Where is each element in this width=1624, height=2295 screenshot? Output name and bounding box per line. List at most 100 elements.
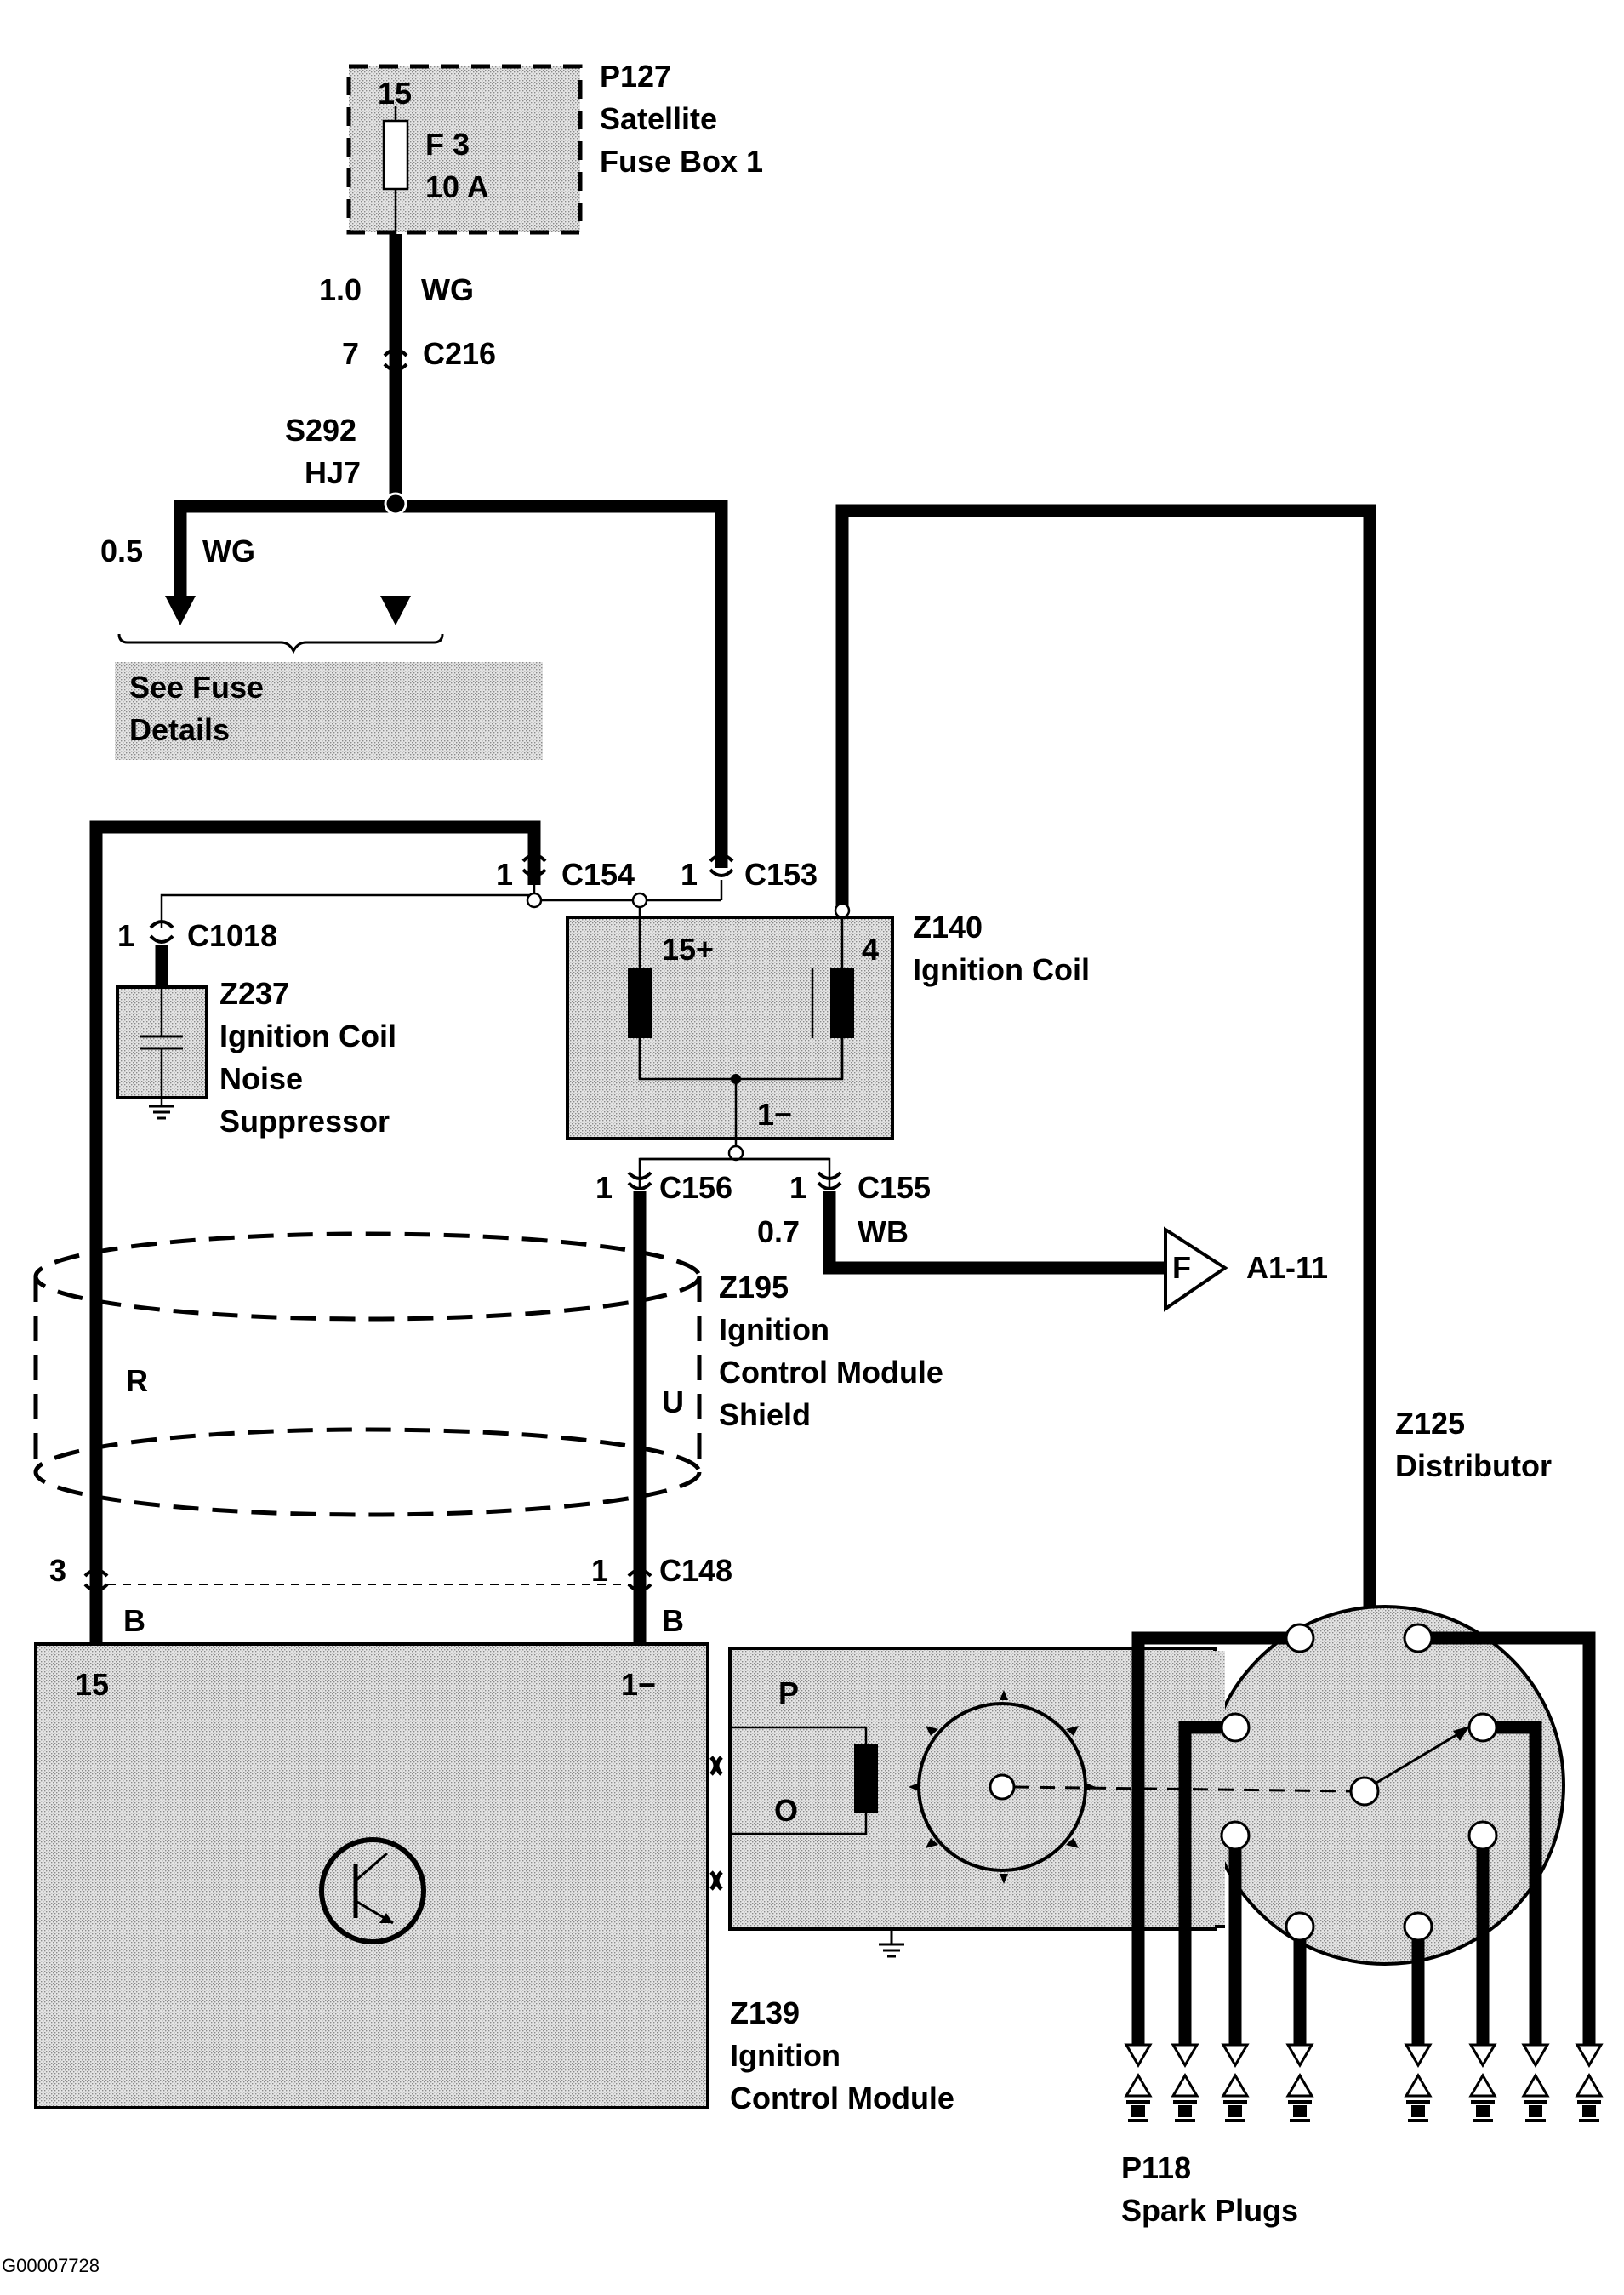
c216-pin: 7	[342, 336, 359, 371]
fuse-icon	[382, 119, 409, 191]
pickup-connector-icon	[709, 1756, 723, 1891]
shield-line1: Ignition	[719, 1312, 829, 1347]
connector-c154-icon	[521, 853, 547, 877]
spark-plug-icon	[1404, 2043, 1433, 2122]
c148-left-wire: B	[123, 1603, 145, 1638]
junction-icon	[631, 892, 648, 909]
shield-line2: Control Module	[719, 1355, 943, 1390]
junction-icon	[727, 1145, 744, 1162]
module-pin-15: 15	[75, 1667, 109, 1702]
c148-right-pin: 1	[591, 1553, 608, 1588]
suppressor-line1: Ignition Coil	[219, 1019, 396, 1053]
fuse-box	[346, 64, 583, 235]
suppressor-id: Z237	[219, 976, 289, 1011]
shield-right-wire: U	[662, 1384, 684, 1419]
connector-c216-icon	[383, 348, 408, 372]
tach-wire-color: WB	[858, 1214, 909, 1249]
c155-pin: 1	[789, 1170, 806, 1205]
branch-wire-color: WG	[202, 534, 255, 568]
spark-plug-icon	[1124, 2043, 1153, 2122]
junction-icon	[834, 902, 851, 919]
connector-c156-icon	[627, 1171, 652, 1190]
ground-icon	[149, 1105, 174, 1120]
fuse-details-line1: See Fuse	[129, 670, 264, 705]
c1018-id: C1018	[187, 918, 277, 953]
fuse-details-line2: Details	[129, 712, 230, 747]
coil-winding-icon	[628, 968, 652, 1038]
c216-id: C216	[423, 336, 496, 371]
c154-pin: 1	[496, 857, 513, 892]
coil-pin-4: 4	[862, 932, 879, 967]
c1018-pin: 1	[117, 918, 134, 953]
spark-plug-icon	[1575, 2043, 1604, 2122]
feed-wire-color: WG	[421, 272, 474, 307]
plug-wires	[1131, 1631, 1596, 2045]
splice-bus	[174, 500, 728, 868]
connector-c1018-icon	[149, 920, 174, 944]
c153-pin: 1	[681, 857, 698, 892]
spark-plug-icon	[1521, 2043, 1550, 2122]
suppressor-line3: Suppressor	[219, 1104, 390, 1139]
fuse-box-name-1: Satellite	[600, 101, 717, 136]
ground-icon	[879, 1929, 904, 1958]
coil-id: Z140	[913, 910, 983, 945]
feed-wire-gauge: 1.0	[319, 272, 362, 307]
distributor-id: Z125	[1395, 1406, 1465, 1441]
fuse-box-name-2: Fuse Box 1	[600, 144, 763, 179]
fuse-details-box	[115, 662, 543, 760]
spark-plug-icon	[1468, 2043, 1497, 2122]
off-page-flag-icon	[1164, 1226, 1228, 1312]
module-line1: Ignition	[730, 2038, 840, 2073]
brace-icon	[117, 633, 444, 654]
junction-icon	[526, 892, 543, 909]
connector-c148-icon	[83, 1568, 652, 1592]
c156-id: C156	[659, 1170, 732, 1205]
c155-id: C155	[858, 1170, 931, 1205]
pickup-coil-icon	[854, 1744, 878, 1813]
pickup-p-label: P	[778, 1676, 799, 1710]
splice-harness: HJ7	[305, 455, 361, 490]
shield-icon	[33, 1231, 702, 1517]
coil-pin-pos: 15+	[662, 932, 714, 967]
figure-id: G00007728	[2, 2255, 100, 2276]
distributor-terminals	[1220, 1623, 1498, 1942]
shield-id: Z195	[719, 1270, 789, 1304]
c153-id: C153	[744, 857, 818, 892]
fuse-id-label: F 3	[425, 127, 470, 162]
coil-winding-icon	[830, 968, 854, 1038]
fuse-box-id: P127	[600, 59, 671, 94]
module-pin-neg: 1−	[621, 1667, 656, 1702]
spark-plug-icon	[1285, 2043, 1314, 2122]
splice-node-icon	[384, 492, 407, 516]
spark-plugs-name: Spark Plugs	[1121, 2193, 1298, 2228]
module-id: Z139	[730, 1995, 800, 2030]
shield-left-wire: R	[126, 1363, 148, 1398]
spark-plug-icons	[1124, 2043, 1604, 2122]
branch-wire-gauge: 0.5	[100, 534, 143, 568]
reluctor-icon	[909, 1690, 1096, 1884]
tach-destination: A1-11	[1246, 1250, 1328, 1285]
pickup-o-label: O	[774, 1793, 798, 1828]
c148-right-wire: B	[662, 1603, 684, 1638]
spark-plug-icon	[1221, 2043, 1250, 2122]
distributor-name: Distributor	[1395, 1448, 1552, 1483]
transistor-icon	[319, 1837, 426, 1944]
c148-id: C148	[659, 1553, 732, 1588]
rotor-icon	[1349, 1776, 1380, 1807]
fuse-rating-label: 10 A	[425, 169, 489, 204]
shield-line3: Shield	[719, 1397, 811, 1432]
suppressor-line2: Noise	[219, 1061, 303, 1096]
spark-plug-icon	[1171, 2043, 1199, 2122]
arrow-down-icon	[380, 596, 411, 625]
c148-left-pin: 3	[49, 1553, 66, 1588]
rotor-arrow-icon	[1453, 1726, 1470, 1741]
tach-flag: F	[1172, 1250, 1191, 1285]
arrow-down-icon	[165, 596, 196, 625]
suppressor-feed-wire	[160, 893, 534, 928]
c154-id: C154	[561, 857, 635, 892]
coil-name: Ignition Coil	[913, 952, 1090, 987]
ignition-module-box	[34, 1642, 709, 2109]
coil-pin-neg: 1−	[757, 1097, 792, 1132]
spark-plugs-id: P118	[1121, 2150, 1191, 2185]
